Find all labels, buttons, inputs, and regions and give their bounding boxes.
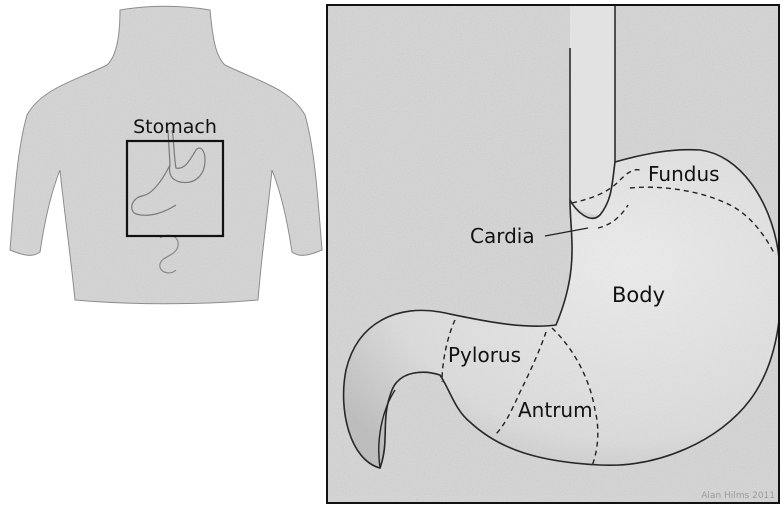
body-label: Body <box>612 283 665 307</box>
fundus-label: Fundus <box>648 162 720 186</box>
cardia-label: Cardia <box>470 224 535 248</box>
esophagus <box>570 5 615 215</box>
stomach-label: Stomach <box>133 116 217 138</box>
torso-panel: Stomach <box>10 6 322 304</box>
antrum-label: Antrum <box>518 398 593 422</box>
pylorus-label: Pylorus <box>448 343 521 367</box>
artist-credit: Alan Hilms 2011 <box>701 491 775 501</box>
detail-panel: Fundus Cardia Body Pylorus Antrum Alan H… <box>327 5 781 503</box>
torso-grain <box>10 6 322 304</box>
